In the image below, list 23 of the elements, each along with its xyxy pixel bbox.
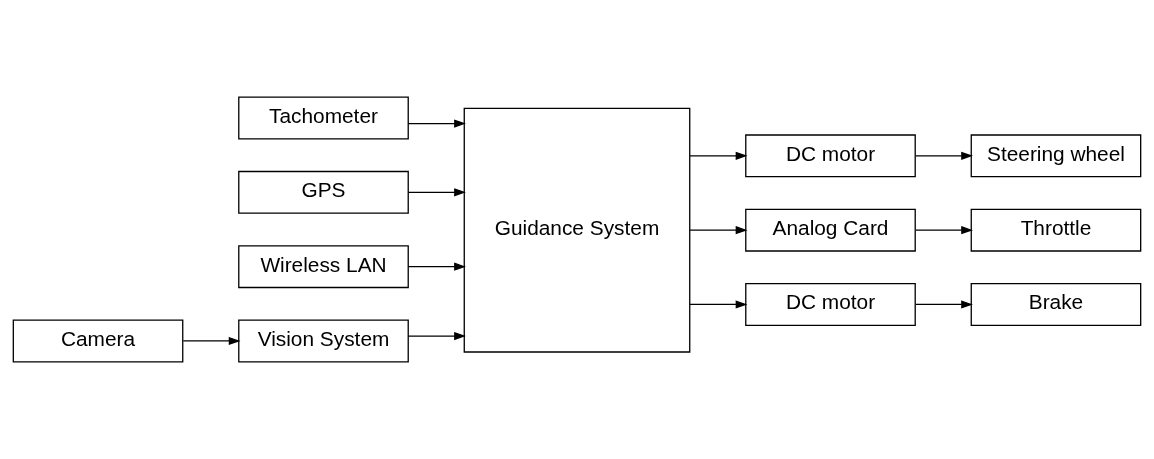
node-box: Guidance System <box>463 107 691 353</box>
arrow <box>407 331 466 341</box>
arrow <box>407 262 466 271</box>
node-box: Wireless LAN <box>238 245 409 289</box>
node-box: Steering wheel <box>970 134 1142 178</box>
node-box: DC motor <box>745 134 916 178</box>
node-box: Brake <box>970 282 1142 326</box>
arrow <box>915 300 973 309</box>
arrow <box>689 226 748 235</box>
arrow <box>182 336 241 346</box>
arrow <box>689 151 748 160</box>
arrow <box>915 151 973 160</box>
node-box: Analog Card <box>745 208 916 252</box>
node-box: Camera <box>12 319 184 363</box>
node-box: GPS <box>238 170 409 214</box>
node-box: Vision System <box>238 319 409 363</box>
node-box: Throttle <box>970 208 1142 252</box>
arrow <box>407 119 466 128</box>
arrow <box>689 300 748 309</box>
arrow <box>915 226 973 235</box>
arrow <box>407 188 466 197</box>
node-box: DC motor <box>745 282 916 326</box>
node-box: Tachometer <box>238 96 409 140</box>
